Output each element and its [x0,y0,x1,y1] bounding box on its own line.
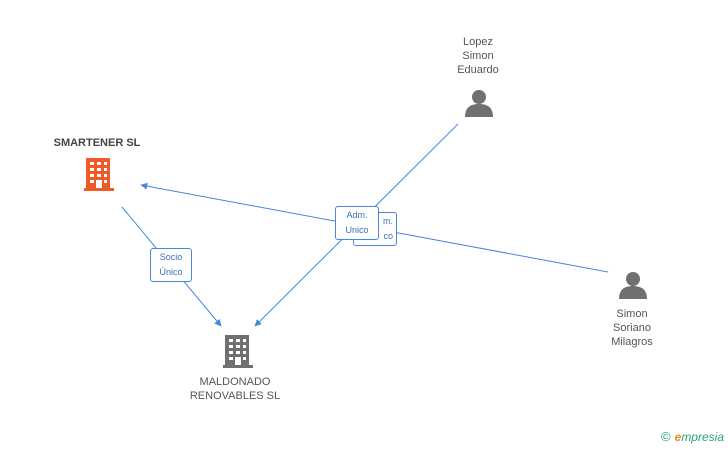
edge-label-line: m. [383,216,393,226]
edge-label-line: Adm. [346,210,368,220]
node-label-line: Simon [616,308,648,320]
person-icon [465,90,493,117]
edge-label-adm-unico[interactable]: Adm. Unico [335,206,379,240]
empresia-logo: ©empresia [661,429,724,444]
edge-label-line: Socio [159,252,183,262]
node-label-line: MALDONADO [199,376,271,388]
node-label-line: Milagros [611,336,653,348]
node-label-soriano: Simon Soriano Milagros [592,307,672,349]
node-label-line: RENOVABLES SL [189,390,281,402]
node-label-line: Eduardo [457,64,499,76]
edge-label-line: Único [159,267,183,277]
node-label-line: Soriano [613,322,651,334]
node-label-smartener: SMARTENER SL [53,137,141,149]
brand-name: mpresia [681,430,724,444]
node-label-line: Simon [462,50,494,62]
edge-label-line: Unico [345,225,369,235]
node-label-line: Lopez [463,36,493,48]
person-icon [619,272,647,299]
edge-label-line: co [383,231,393,241]
building-icon [84,158,114,191]
building-icon [223,335,253,368]
brand-e: e [674,430,682,444]
node-label-lopez: Lopez Simon Eduardo [438,35,518,77]
copyright-icon: © [661,429,671,444]
edge-label-socio-unico[interactable]: Socio Único [150,248,192,282]
node-label-maldonado: MALDONADO RENOVABLES SL [170,375,300,403]
